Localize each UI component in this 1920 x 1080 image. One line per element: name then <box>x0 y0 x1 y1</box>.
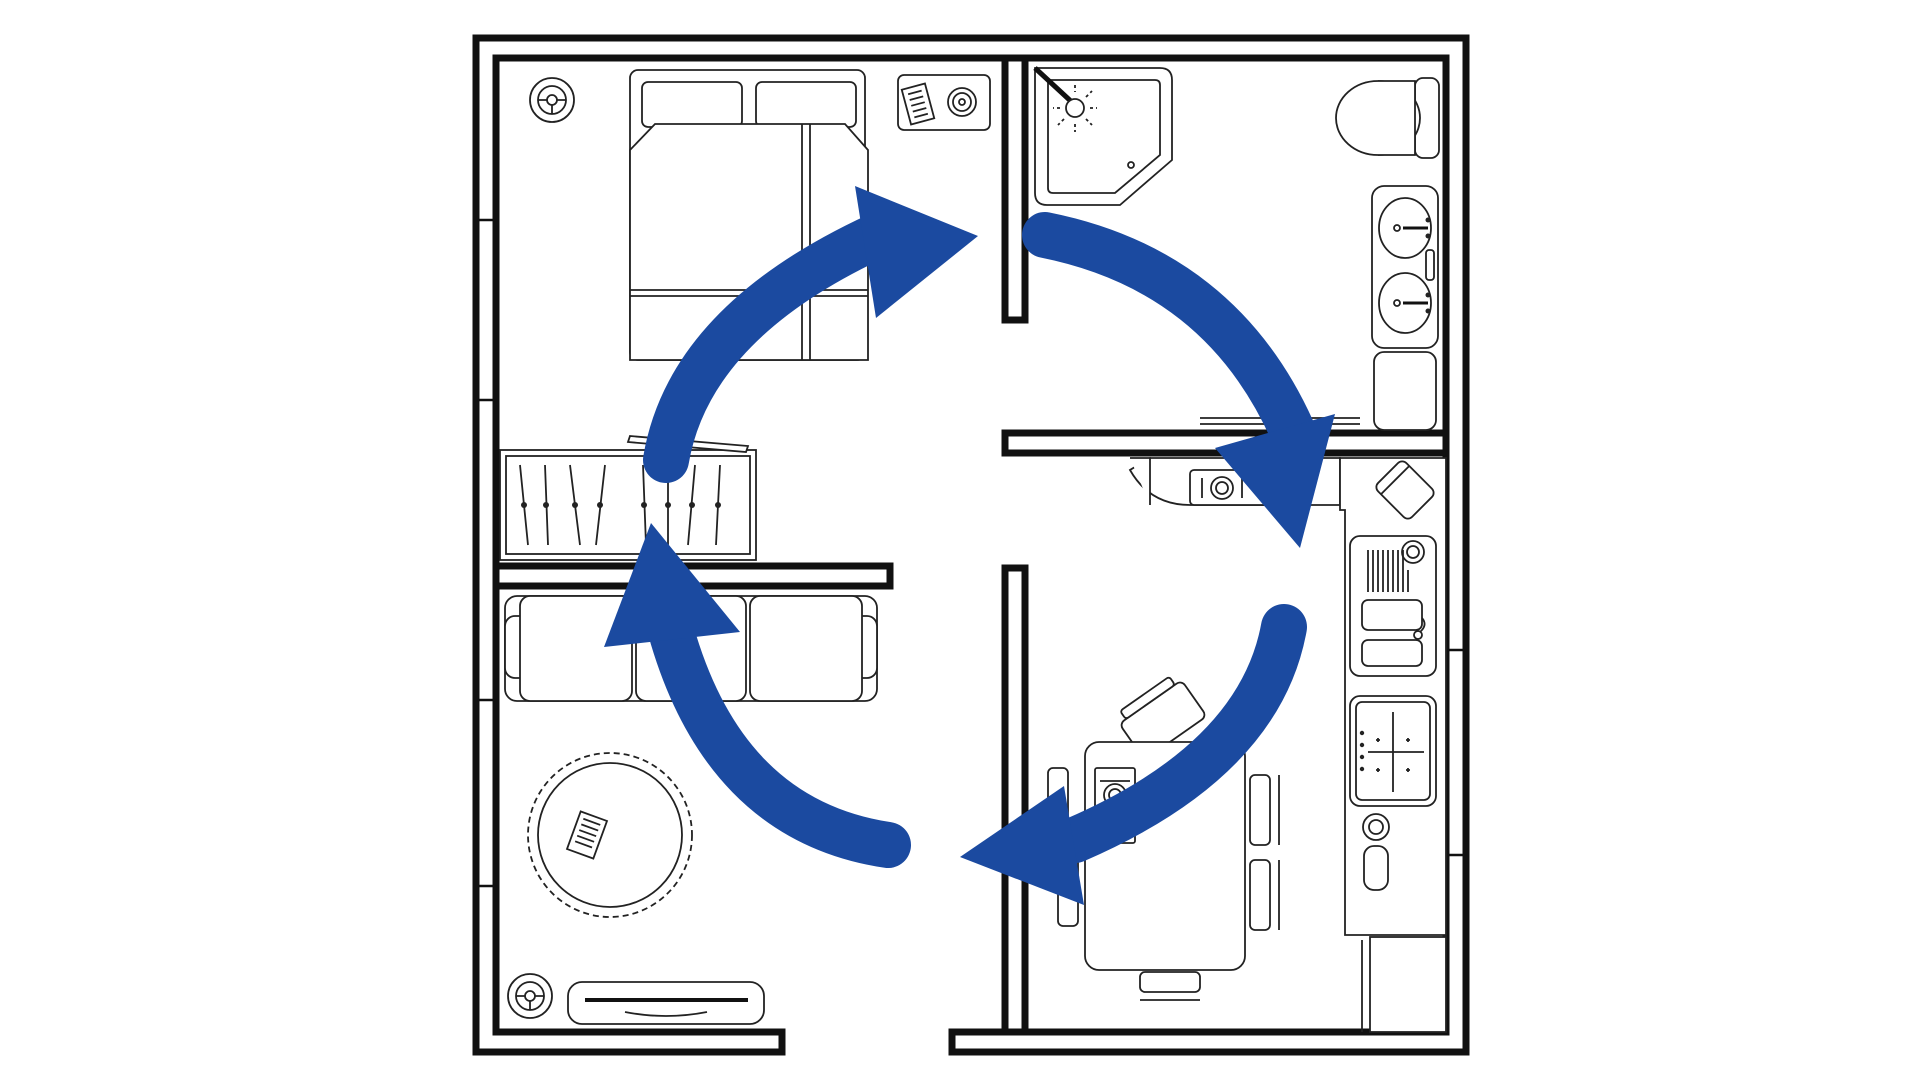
cycle-arrow-top-left <box>643 186 978 483</box>
toaster-icon <box>1375 460 1435 520</box>
dining-chair-tilted <box>1120 676 1206 759</box>
drain-icon <box>1127 161 1135 169</box>
magazine-icon <box>565 810 609 860</box>
dining-chair-right-1 <box>1249 774 1271 846</box>
floor-lamp-icon <box>529 77 575 123</box>
book-icon <box>900 82 936 126</box>
cycle-arrow-bottom-right <box>960 604 1307 905</box>
window-left-bottom <box>478 698 494 888</box>
pillow-left <box>641 81 743 128</box>
window-left-top <box>478 218 494 402</box>
round-coffee-table <box>527 752 693 918</box>
bathroom <box>1033 66 1440 431</box>
bottle-icon <box>1363 845 1389 891</box>
window-right <box>1448 648 1464 857</box>
table-lamp-icon <box>947 87 977 117</box>
wardrobe <box>499 435 757 561</box>
shower <box>1033 66 1173 206</box>
sink-bottom-icon <box>1378 272 1432 334</box>
dining-chair-bottom <box>1139 971 1201 993</box>
dining-chair-right-2 <box>1249 859 1271 931</box>
shower-head-icon <box>1065 98 1085 118</box>
kitchen-sink-icon <box>1349 535 1437 677</box>
cycle-arrows <box>604 186 1335 905</box>
sink-top-icon <box>1378 197 1432 259</box>
fridge <box>1369 936 1447 1033</box>
tv-console <box>567 981 765 1025</box>
toilet-icon <box>1335 77 1440 159</box>
nightstand <box>897 74 991 131</box>
vanity <box>1371 185 1439 349</box>
cycle-arrow-bottom-left <box>604 523 911 868</box>
kitchen-counter <box>1339 457 1447 1033</box>
cycle-arrow-top-right <box>1022 212 1335 548</box>
washing-machine <box>1373 351 1437 431</box>
floor-lamp-icon <box>507 973 553 1019</box>
cooktop-icon <box>1349 695 1437 807</box>
hangers <box>519 464 721 546</box>
pillow-right <box>755 81 857 128</box>
